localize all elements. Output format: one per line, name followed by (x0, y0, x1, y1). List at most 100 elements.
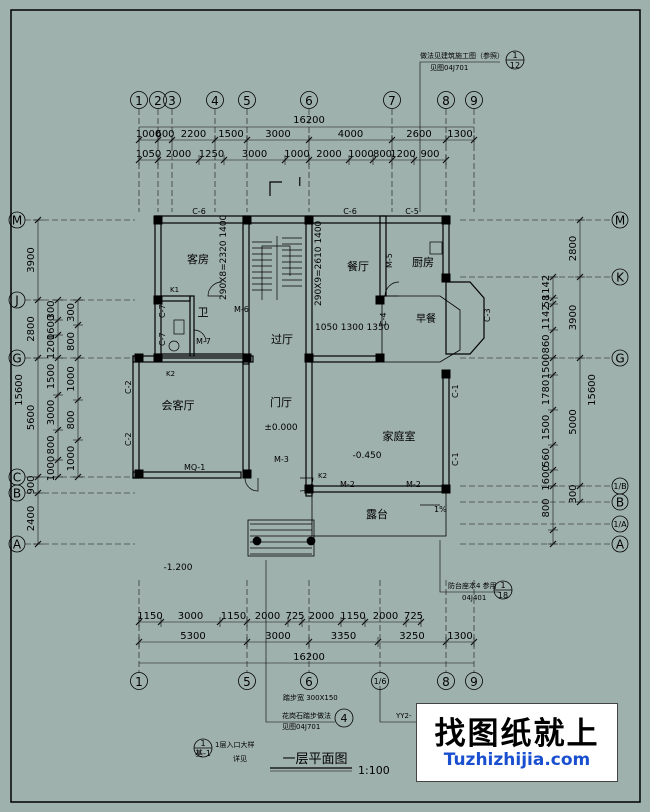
grid-bubble-top (206, 91, 224, 109)
dim-left-outer-text: 2800 (26, 316, 37, 341)
drawing-title: 一层平面图 (282, 752, 347, 767)
grid-label-right: M (615, 214, 625, 228)
wall-foyer-east (305, 355, 313, 497)
grid-label-bottom: 8 (442, 675, 450, 689)
dim-bottom-row1-tick (402, 618, 410, 626)
dim-top-row2-text: 1000 (284, 149, 309, 160)
dim-top-row2-tick (442, 156, 450, 164)
dim-bottom-row2-tick (305, 638, 313, 646)
grid-label-top: 2 (154, 94, 162, 108)
dim-left-inner2-text: 800 (66, 332, 77, 351)
door-tag-mq1: MQ-1 (184, 463, 205, 472)
dim-right-inner-text: 1142 (541, 304, 552, 329)
column (441, 215, 451, 225)
dim-top-row2-text: 1200 (390, 149, 415, 160)
dim-right-inner-text: 800 (541, 498, 552, 517)
window-tag-c2b: C-2 (124, 432, 133, 446)
dim-left-inner2-tick (74, 396, 82, 404)
grid-bubble-bottom (465, 672, 483, 690)
watermark-url: Tuzhizhijia.com (443, 750, 591, 770)
dim-bottom-row2-text: 3000 (265, 631, 290, 642)
dim-left-total: 15600 (14, 374, 25, 406)
dim-top-row2-tick (369, 156, 377, 164)
dim-bottom-row2-tick (243, 638, 251, 646)
dim-bottom-row1-text: 2000 (255, 611, 280, 622)
dim-bottom-row2-tick (470, 638, 478, 646)
wall-family-north (308, 355, 378, 363)
grid-bubble-bottom (238, 672, 256, 690)
wall-family-south (308, 485, 450, 493)
window-tag-c4: C-4 (379, 312, 388, 326)
dim-bottom-row1-tick (243, 618, 251, 626)
dim-top-row2-text: 2000 (316, 149, 341, 160)
grid-label-right: 1/A (613, 520, 627, 529)
sheet-border (10, 9, 641, 803)
door-tag-m3: M-3 (274, 455, 289, 464)
dim-left-inner2-tick (74, 473, 82, 481)
dim-right-inner-tick (549, 540, 557, 548)
grid-label-bottom: 1/6 (374, 677, 387, 686)
ref-circle-bottom-num: 4 (341, 712, 348, 725)
dim-bottom-row1-tick (361, 618, 369, 626)
dim-left-inner2-tick (74, 354, 82, 362)
column (242, 215, 252, 225)
k2b-tag: K2 (318, 472, 327, 480)
column (153, 295, 163, 305)
dim-right-inner-tick (549, 371, 557, 379)
dim-right-outer-tick (576, 216, 584, 224)
dim-right-inner-text: 1500 (541, 415, 552, 440)
elevation-main: ±0.000 (264, 423, 298, 433)
grid-label-right: A (616, 538, 625, 552)
grid-label-top: 4 (211, 94, 219, 108)
column (375, 295, 385, 305)
room-guest-label: 客房 (187, 252, 209, 266)
dim-top-row1-text: 3000 (265, 129, 290, 140)
dim-right-inner-text: 860 (541, 334, 552, 353)
dim-bottom-total: 16200 (293, 652, 325, 663)
dim-left-outer-tick (34, 473, 42, 481)
dim-bottom-row2-tick (135, 638, 143, 646)
grid-label-right: 1/B (613, 482, 626, 491)
dim-bottom-row2-text: 1300 (447, 631, 472, 642)
grid-label-top: 9 (470, 94, 478, 108)
dim-bottom-row1-tick (337, 618, 345, 626)
dim-top-row1-tick (442, 136, 450, 144)
grid-label-left: C (13, 471, 21, 485)
dim-left-inner2-tick (74, 321, 82, 329)
window-tag-c1b: C-1 (451, 452, 460, 466)
dim-right-inner-tick (549, 273, 557, 281)
grid-bubble-top (238, 91, 256, 109)
door-swing-main-right (299, 477, 314, 492)
column (375, 353, 385, 363)
column (153, 353, 163, 363)
door-swing-main-left (244, 477, 259, 492)
dim-top-total: 16200 (293, 115, 325, 126)
dim-left-outer-tick (34, 216, 42, 224)
grid-bubble-top (130, 91, 148, 109)
dim-left-inner-tick (54, 391, 62, 399)
dim-right-outer-tick (576, 482, 584, 490)
room-foyer-label: 门厅 (270, 395, 292, 409)
dim-left-outer-text: 5600 (26, 405, 37, 430)
room-kitchen-label: 厨房 (412, 256, 434, 269)
grid-label-bottom: 6 (305, 675, 313, 689)
dim-left-outer-tick (34, 296, 42, 304)
dim-top-row2-text: 1050 (136, 149, 161, 160)
stair-left-dims: 290X8=2320 1400 (219, 214, 229, 300)
dim-bottom-row1-text: 2000 (373, 611, 398, 622)
grid-bubble-right (611, 515, 629, 533)
grid-bubble-bottom (130, 672, 148, 690)
grid-label-left: J (14, 294, 19, 308)
dim-bottom-row2-text: 5300 (180, 631, 205, 642)
grid-label-right: G (615, 352, 624, 366)
grid-bubble-top (465, 91, 483, 109)
window-tag-c5: C-5 (405, 207, 419, 216)
grid-label-left: G (12, 352, 21, 366)
dim-left-inner2-tick (74, 296, 82, 304)
dim-bottom-row2-text: 3250 (399, 631, 424, 642)
dim-right-outer-text: 300 (568, 484, 579, 503)
dim-top-row2-text: 1250 (199, 149, 224, 160)
window-tag-c6a: C-6 (192, 207, 206, 216)
dim-bottom-row1-tick (284, 618, 292, 626)
